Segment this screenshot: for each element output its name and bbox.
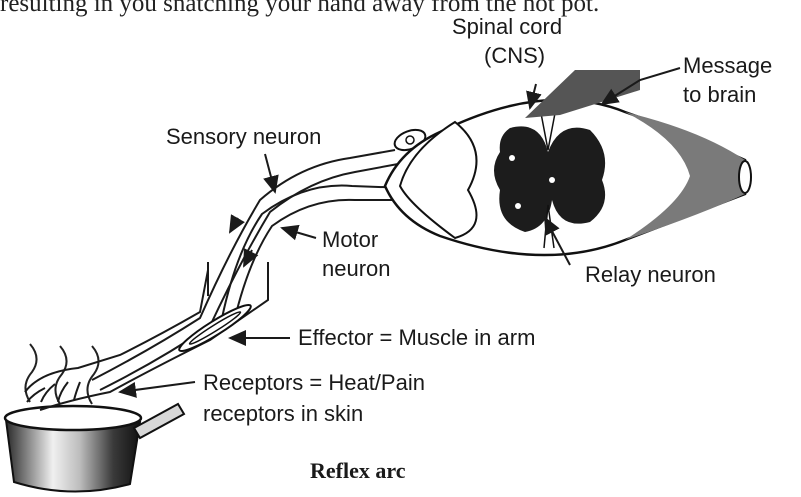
- label-message-line1: Message: [683, 53, 772, 79]
- label-cns: (CNS): [484, 43, 545, 69]
- label-spinal-cord: Spinal cord: [452, 14, 562, 40]
- diagram-title: Reflex arc: [310, 458, 406, 484]
- label-motor-line2: neuron: [322, 256, 391, 282]
- label-receptors-line1: Receptors = Heat/Pain: [203, 370, 425, 396]
- label-sensory-neuron: Sensory neuron: [166, 124, 321, 150]
- label-receptors-line2: receptors in skin: [203, 401, 363, 427]
- effector-muscle: [176, 300, 255, 356]
- label-message-line2: to brain: [683, 82, 756, 108]
- label-effector: Effector = Muscle in arm: [298, 325, 535, 351]
- label-relay-neuron: Relay neuron: [585, 262, 716, 288]
- label-motor-line1: Motor: [322, 227, 378, 253]
